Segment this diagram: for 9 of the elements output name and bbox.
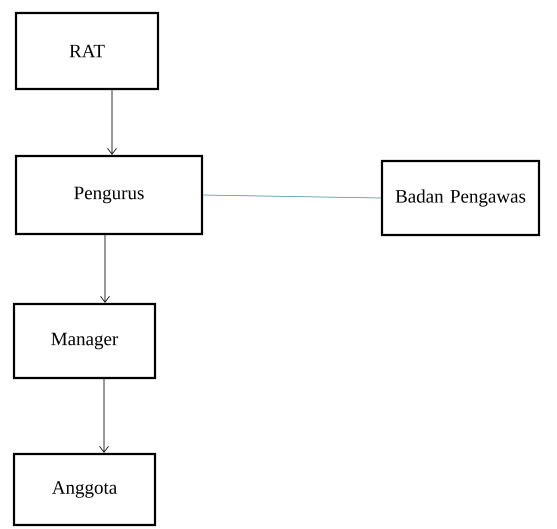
- box: Pengurus: [14, 154, 204, 236]
- box: Manager: [12, 302, 156, 380]
- arrow: [107, 90, 117, 155]
- box: RAT: [14, 12, 160, 90]
- connector-line: [202, 194, 382, 198]
- box: Badan Pengawas: [380, 160, 540, 236]
- arrow: [99, 378, 109, 453]
- arrow: [100, 234, 110, 303]
- box: Anggota: [12, 452, 156, 526]
